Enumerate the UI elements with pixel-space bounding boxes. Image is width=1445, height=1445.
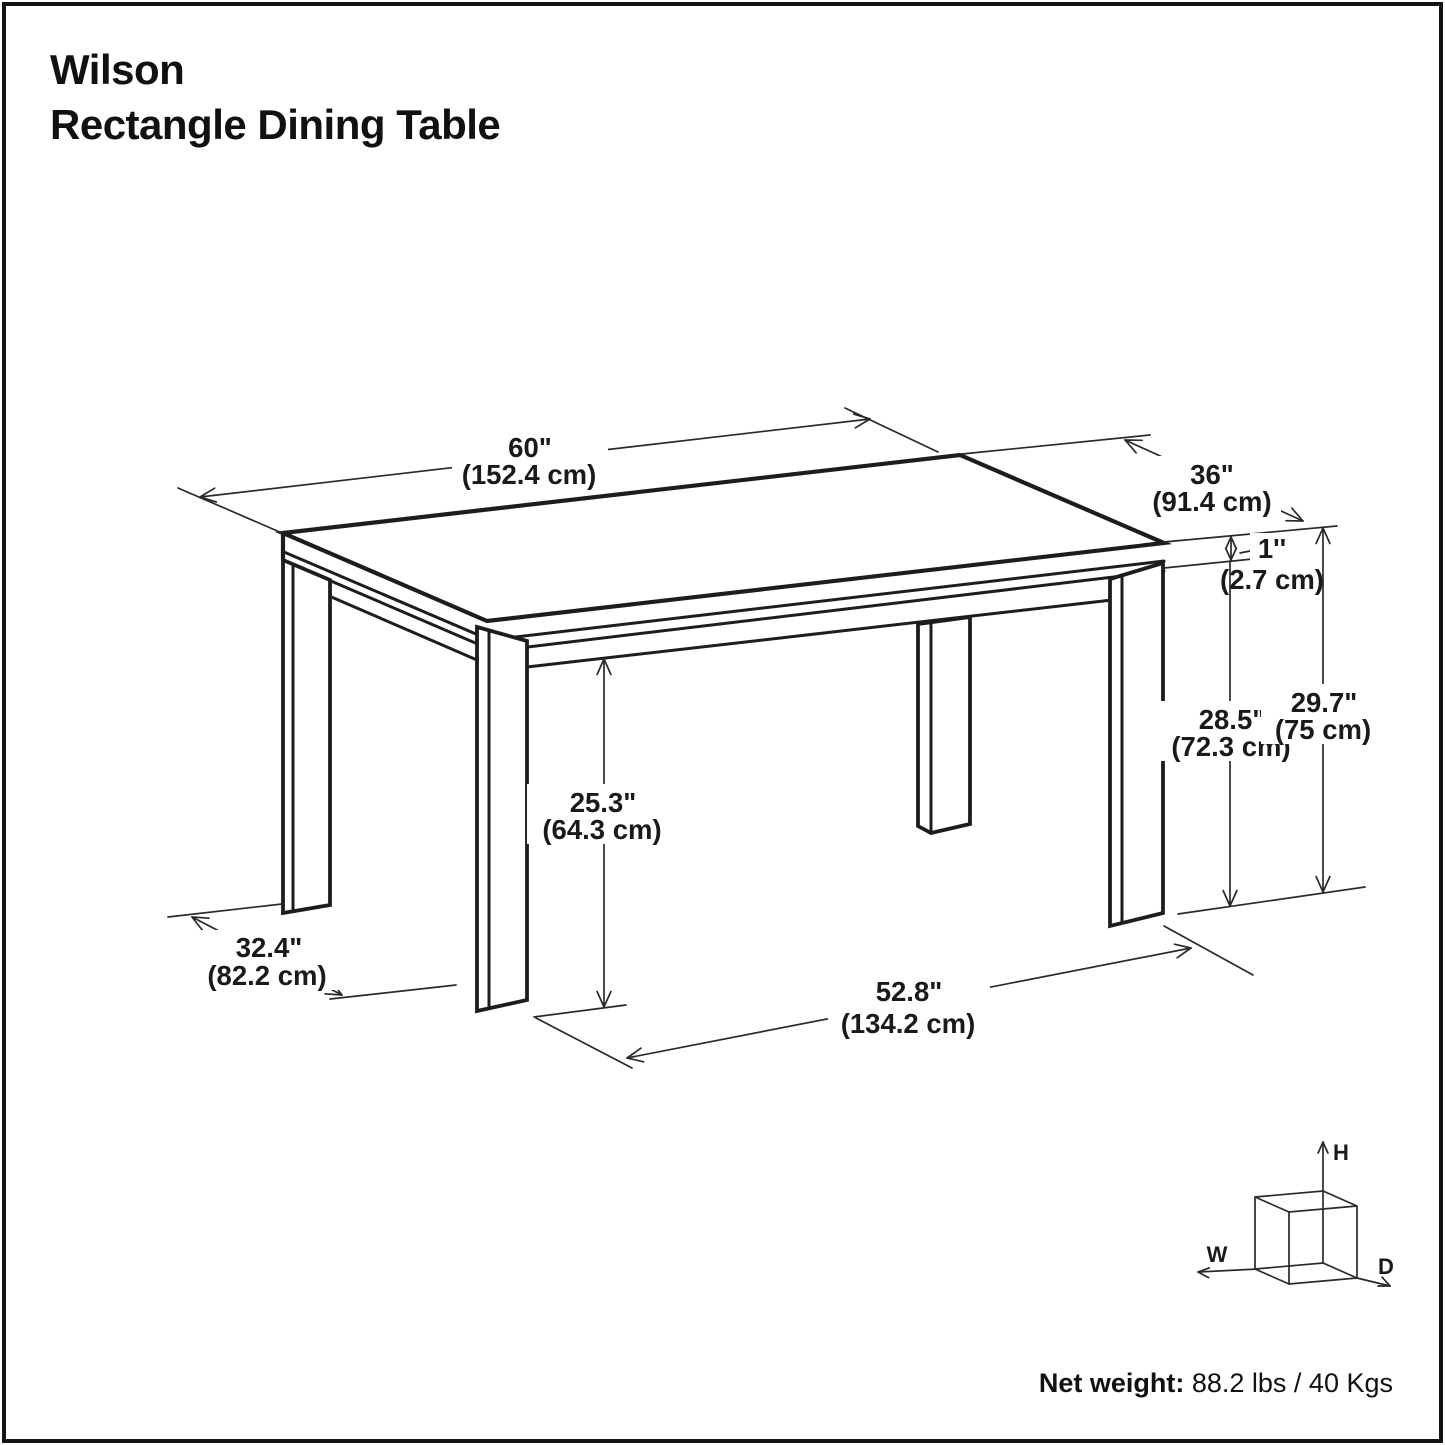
dim-top-length-in: 60" xyxy=(508,432,552,463)
dim-top-depth-in: 36" xyxy=(1190,459,1234,490)
dim-top-length: 60" (152.4 cm) xyxy=(177,407,939,534)
dim-overall-height-cm: (75 cm) xyxy=(1275,714,1371,745)
dim-top-thickness-in: 1'' xyxy=(1258,533,1286,564)
dim-overall-height: 29.7" (75 cm) xyxy=(1261,527,1387,893)
table-leg-left xyxy=(281,557,332,916)
dim-overall-height-in: 29.7" xyxy=(1291,687,1358,718)
floor-extension-right xyxy=(1177,886,1366,915)
dim-height-to-apron-in: 28.5" xyxy=(1199,704,1266,735)
axis-w-line xyxy=(1197,1268,1259,1273)
axis-d-label: D xyxy=(1378,1254,1394,1279)
axis-cube: H W D xyxy=(1197,1140,1394,1287)
dim-height-to-apron: 28.5" (72.3 cm) xyxy=(1161,560,1303,907)
dim-leg-spacing-length: 52.8" (134.2 cm) xyxy=(535,925,1254,1069)
table-drawing xyxy=(274,452,1173,1014)
dim-leg-spacing-length-cm: (134.2 cm) xyxy=(841,1008,976,1039)
axis-w-label: W xyxy=(1207,1242,1228,1267)
dimension-lines: 60" (152.4 cm) 36" (91.4 cm) xyxy=(167,407,1387,1069)
dim-top-length-cm: (152.4 cm) xyxy=(462,459,597,490)
dim-top-depth: 36" (91.4 cm) xyxy=(961,434,1304,522)
dim-leg-spacing-depth-cm: (82.2 cm) xyxy=(207,960,326,991)
product-type: Rectangle Dining Table xyxy=(50,101,501,149)
dim-apron-clearance-in: 25.3" xyxy=(570,787,637,818)
dim-apron-clearance: 25.3" (64.3 cm) xyxy=(527,658,679,1018)
dim-leg-spacing-length-in: 52.8" xyxy=(876,976,943,1007)
table-leg-right xyxy=(1108,560,1165,929)
product-name: Wilson xyxy=(50,46,185,93)
tabletop-surface xyxy=(274,452,1173,624)
net-weight-label: Net weight: xyxy=(1038,1368,1185,1398)
table-leg-back xyxy=(916,614,972,836)
product-title: Wilson Rectangle Dining Table xyxy=(50,42,501,153)
apron-bottom-front xyxy=(525,598,1114,669)
dim-apron-clearance-cm: (64.3 cm) xyxy=(542,814,661,845)
axis-d-line xyxy=(1356,1277,1391,1287)
net-weight-value: 88.2 lbs / 40 Kgs xyxy=(1191,1368,1393,1398)
axis-h-label: H xyxy=(1333,1140,1349,1165)
net-weight: Net weight: 88.2 lbs / 40 Kgs xyxy=(1039,1368,1393,1399)
dim-top-thickness: 1'' (2.7 cm) xyxy=(1163,525,1362,595)
dim-leg-spacing-depth-in: 32.4" xyxy=(236,932,303,963)
dim-top-depth-cm: (91.4 cm) xyxy=(1152,486,1271,517)
dim-leg-spacing-depth: 32.4" (82.2 cm) xyxy=(167,903,457,1000)
table-leg-front xyxy=(475,624,529,1014)
cube-wireframe-icon xyxy=(1254,1190,1358,1285)
dim-top-thickness-cm: (2.7 cm) xyxy=(1220,564,1324,595)
